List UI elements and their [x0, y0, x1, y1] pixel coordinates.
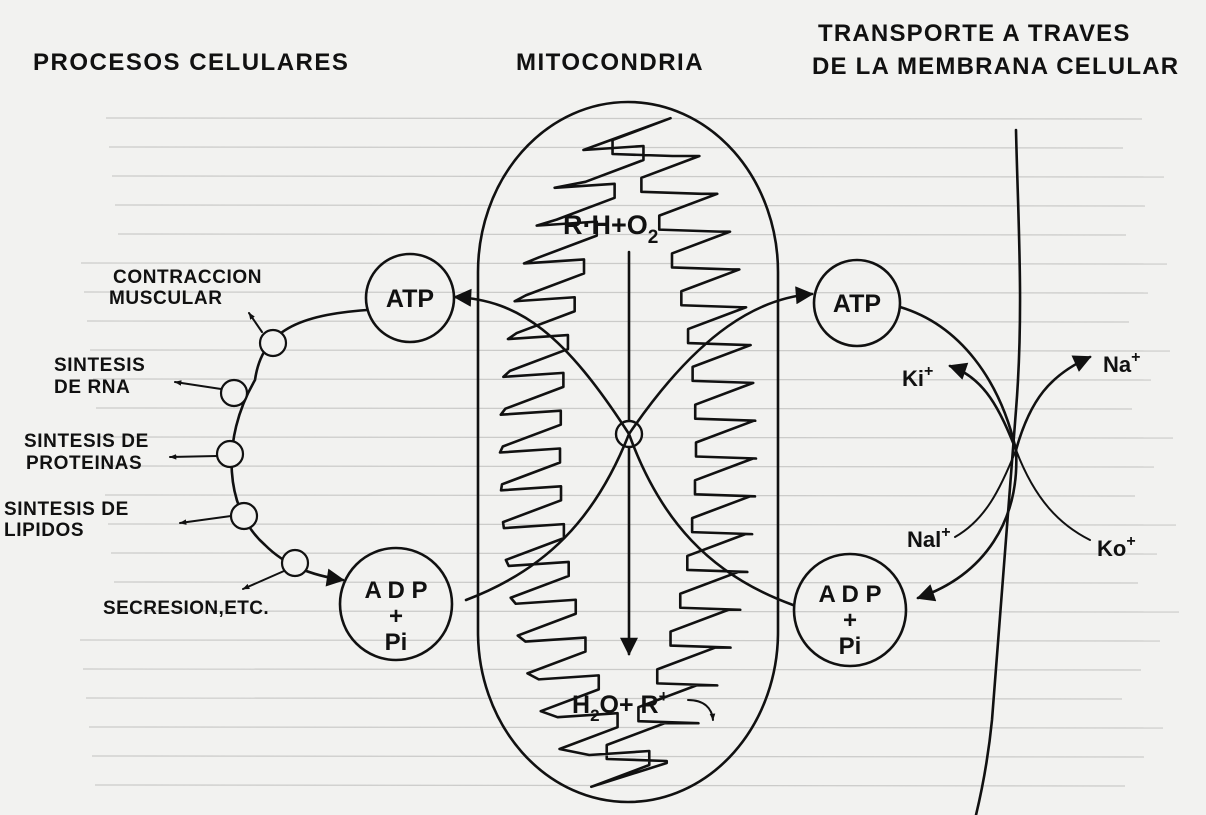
process-node-3: [217, 441, 243, 467]
ion-ko: Ko+: [1097, 533, 1136, 561]
left-atp-label: ATP: [386, 285, 434, 313]
ion-na-in: Nal+: [907, 524, 951, 552]
process-node-4: [231, 503, 257, 529]
curve-from-right-adp: [629, 434, 793, 605]
process-label-muscular: MUSCULAR: [109, 288, 223, 309]
process-arrow-3: [170, 456, 217, 457]
left-adp-line1: A D P: [364, 577, 427, 604]
ko-curve: [1016, 450, 1090, 540]
process-label-sintesis-rna-1: SINTESIS: [54, 355, 145, 376]
process-label-lipidos-2: LIPIDOS: [4, 520, 84, 541]
left-adp-pi: Pi: [385, 629, 408, 656]
right-adp-plus: +: [843, 607, 857, 634]
process-label-contraccion: CONTRACCION: [113, 267, 262, 288]
process-arrow-1: [249, 313, 262, 332]
curve-from-left-adp: [466, 434, 629, 600]
ion-na-out: Na+: [1103, 349, 1140, 377]
process-label-secresion: SECRESION,ETC.: [103, 598, 269, 619]
energy-arc: [232, 310, 367, 580]
curve-to-left-atp: [455, 297, 629, 434]
ki-transport-arrow: [950, 366, 1016, 450]
left-adp-plus: +: [389, 603, 403, 630]
na-efflux-arrow: [1016, 357, 1090, 450]
process-label-proteinas-1: SINTESIS DE: [24, 431, 149, 452]
curve-to-right-atp: [629, 294, 812, 434]
right-adp-pi: Pi: [839, 633, 862, 660]
process-arrow-4: [180, 516, 231, 523]
header-procesos-celulares: PROCESOS CELULARES: [33, 49, 349, 76]
process-label-sintesis-rna-2: DE RNA: [54, 377, 130, 398]
product-curl-arrow: [688, 700, 713, 720]
right-adp-line1: A D P: [818, 581, 881, 608]
reaction-products: H2O+ R+: [572, 687, 669, 725]
process-node-1: [260, 330, 286, 356]
process-node-5: [282, 550, 308, 576]
process-node-2: [221, 380, 247, 406]
process-label-lipidos-1: SINTESIS DE: [4, 499, 129, 520]
process-label-proteinas-2: PROTEINAS: [26, 453, 142, 474]
header-transporte-line2: DE LA MEMBRANA CELULAR: [812, 53, 1179, 80]
atp-to-membrane-curve: [900, 307, 1016, 598]
process-arrow-2: [175, 382, 221, 389]
cell-membrane: [976, 130, 1020, 815]
header-transporte-line1: TRANSPORTE A TRAVES: [818, 20, 1131, 47]
process-arrow-5: [243, 571, 284, 589]
header-mitocondria: MITOCONDRIA: [516, 49, 704, 76]
right-atp-label: ATP: [833, 290, 881, 318]
ion-ki: Ki+: [902, 363, 933, 391]
